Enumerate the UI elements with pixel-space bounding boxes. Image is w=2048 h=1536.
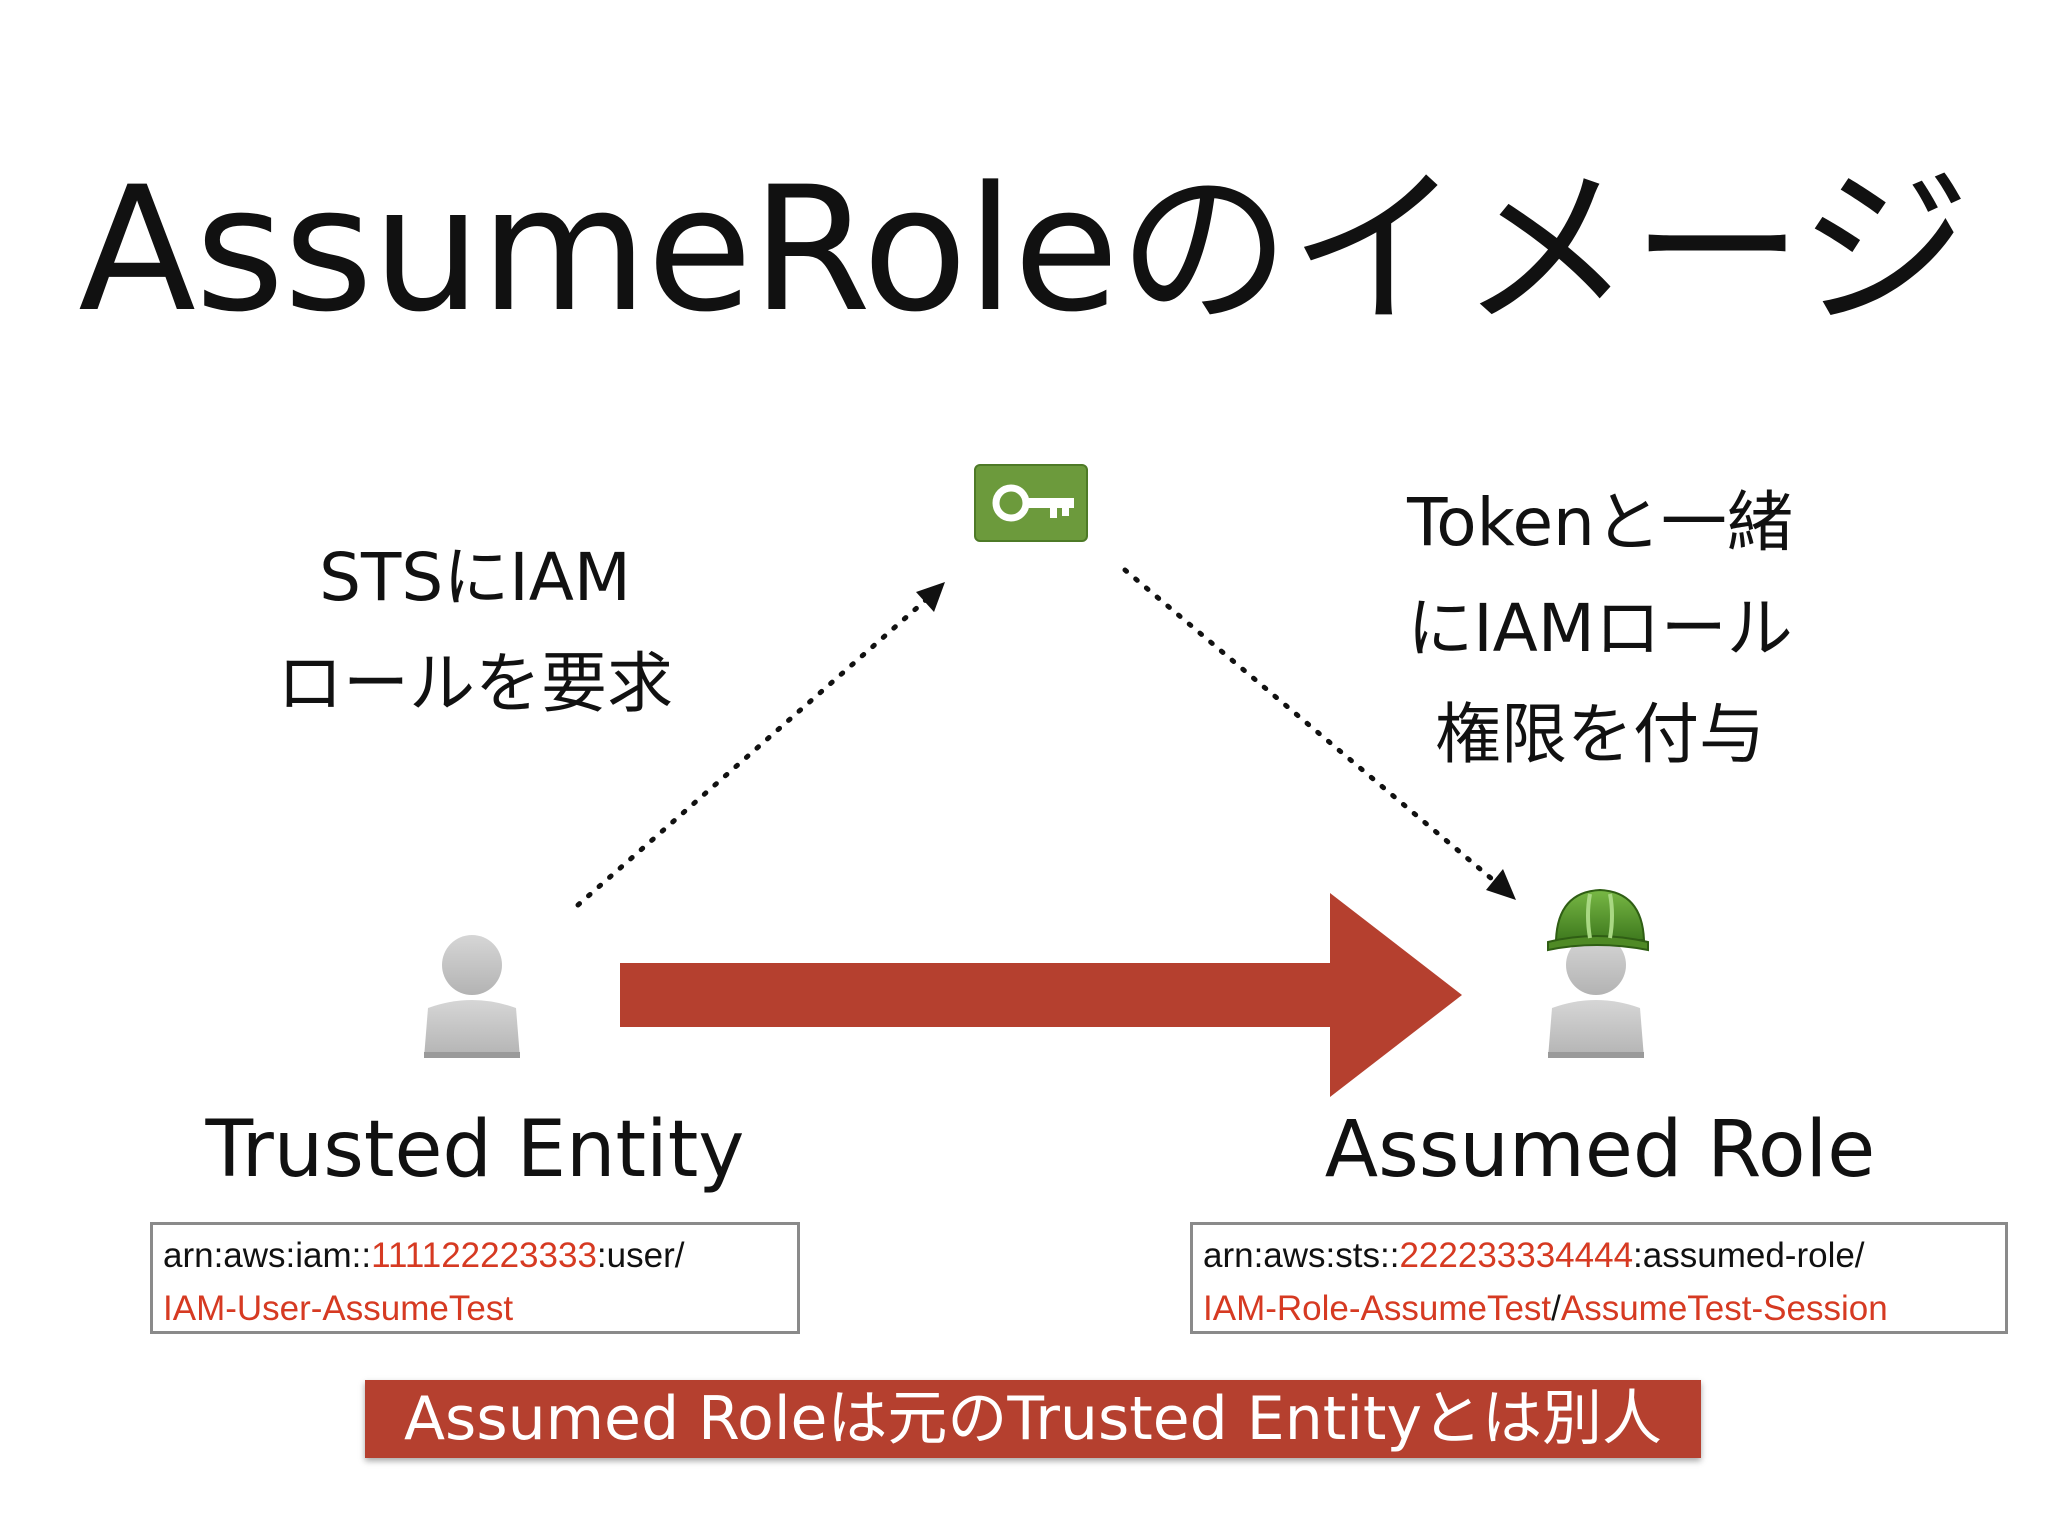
arn-resource-type: :user/ xyxy=(596,1236,685,1275)
caption-line: STSにIAM xyxy=(319,539,631,616)
trusted-entity-label: Trusted Entity xyxy=(205,1105,745,1195)
user-icon xyxy=(424,935,520,1058)
arn-user-name: IAM-User-AssumeTest xyxy=(163,1289,514,1328)
caption-line: Tokenと一緒 xyxy=(1407,484,1793,561)
trusted-entity-arn: arn:aws:iam::111122223333:user/ IAM-User… xyxy=(150,1222,800,1334)
key-icon xyxy=(974,464,1088,542)
arn-prefix: arn:aws:sts:: xyxy=(1203,1236,1400,1275)
arn-account-id: 222233334444 xyxy=(1399,1236,1634,1275)
caption-line: ロールを要求 xyxy=(277,645,673,722)
caption-line: 権限を付与 xyxy=(1435,696,1765,773)
conclusion-banner: Assumed Roleは元のTrusted Entityとは別人 xyxy=(365,1380,1701,1458)
assumed-role-label: Assumed Role xyxy=(1324,1105,1876,1195)
caption-request-role: STSにIAM ロールを要求 xyxy=(255,525,695,737)
arn-separator: / xyxy=(1551,1289,1561,1328)
assume-role-arrow xyxy=(620,893,1462,1097)
page-title: AssumeRoleのイメージ xyxy=(78,149,1970,350)
caption-line: にIAMロール xyxy=(1407,590,1793,667)
arn-line-2: IAM-Role-AssumeTest/AssumeTest-Session xyxy=(1203,1282,1995,1331)
arn-account-id: 111122223333 xyxy=(371,1236,597,1275)
assumed-role-arn: arn:aws:sts::222233334444:assumed-role/ … xyxy=(1190,1222,2008,1334)
arn-role-name: IAM-Role-AssumeTest xyxy=(1203,1289,1552,1328)
arn-line-1: arn:aws:iam::111122223333:user/ xyxy=(163,1229,787,1282)
arn-line-2: IAM-User-AssumeTest xyxy=(163,1282,787,1331)
dotted-arrow-to-assumed-role xyxy=(1122,567,1516,900)
caption-grant-token: Tokenと一緒 にIAMロール 権限を付与 xyxy=(1340,470,1860,788)
arn-session-name: AssumeTest-Session xyxy=(1560,1289,1888,1328)
arn-resource-type: :assumed-role/ xyxy=(1633,1236,1865,1275)
arn-prefix: arn:aws:iam:: xyxy=(163,1236,372,1275)
arn-line-1: arn:aws:sts::222233334444:assumed-role/ xyxy=(1203,1229,1995,1282)
dotted-arrow-to-sts xyxy=(575,582,945,908)
user-with-hardhat-icon xyxy=(1547,888,1649,1058)
